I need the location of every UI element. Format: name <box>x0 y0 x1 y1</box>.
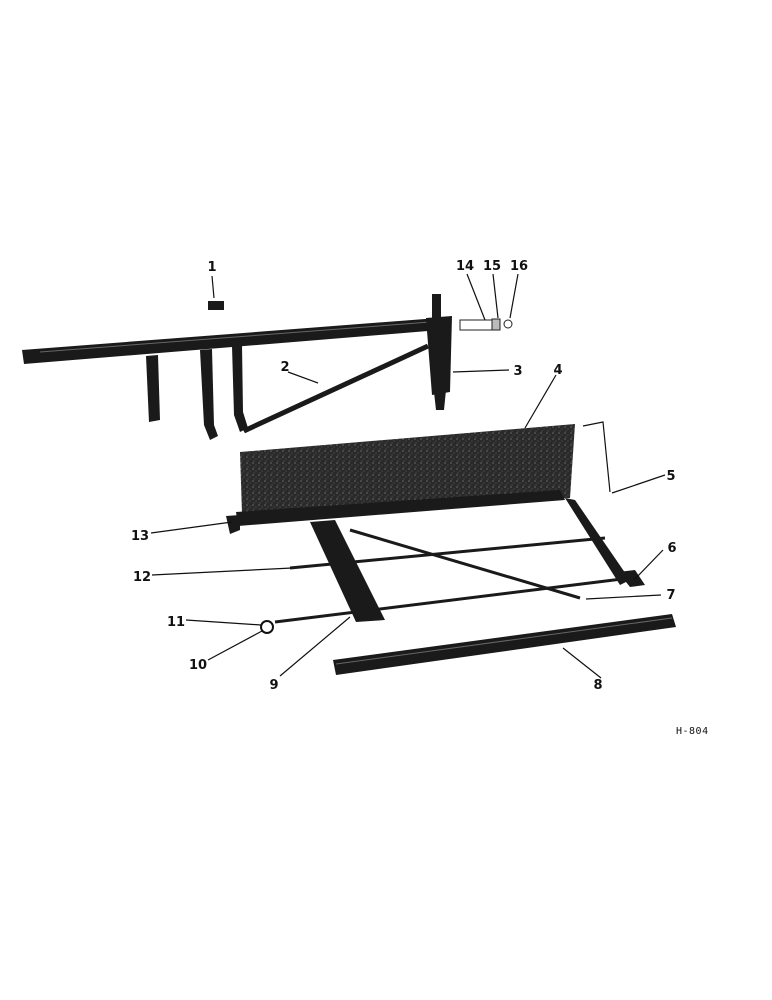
leader-lines <box>150 273 666 679</box>
callout-10: 10 <box>189 658 207 673</box>
callout-6: 6 <box>667 541 676 556</box>
part-4-platform-sheet <box>236 424 630 585</box>
callout-4: 4 <box>553 363 562 378</box>
bar-brackets <box>146 345 248 440</box>
part-3-bracket <box>426 294 452 410</box>
part-13-lip <box>226 515 240 534</box>
callout-2: 2 <box>280 360 289 375</box>
callout-8: 8 <box>593 678 602 693</box>
parts-14-15-16-hardware <box>459 318 513 331</box>
callout-14: 14 <box>456 259 474 274</box>
callout-9: 9 <box>269 678 278 693</box>
callout-11: 11 <box>167 615 185 630</box>
platform-rods <box>260 528 645 634</box>
callout-13: 13 <box>131 529 149 544</box>
callout-12: 12 <box>133 570 151 585</box>
part-1-clip <box>208 301 224 310</box>
cutter-bar <box>22 318 440 364</box>
callout-16: 16 <box>510 259 528 274</box>
callout-3: 3 <box>513 364 522 379</box>
callout-1: 1 <box>207 260 216 275</box>
part-8-angle-strip <box>333 614 676 675</box>
part-5-bracket-line <box>582 421 611 493</box>
callout-15: 15 <box>483 259 501 274</box>
part-2-brace-rod <box>237 343 430 434</box>
callout-7: 7 <box>666 588 675 603</box>
callout-labels: 1 2 3 4 5 6 7 8 9 10 11 12 13 14 15 16 <box>131 259 677 693</box>
part-9-support <box>310 520 385 622</box>
drawing-id: H-804 <box>676 726 709 737</box>
callout-5: 5 <box>666 469 675 484</box>
